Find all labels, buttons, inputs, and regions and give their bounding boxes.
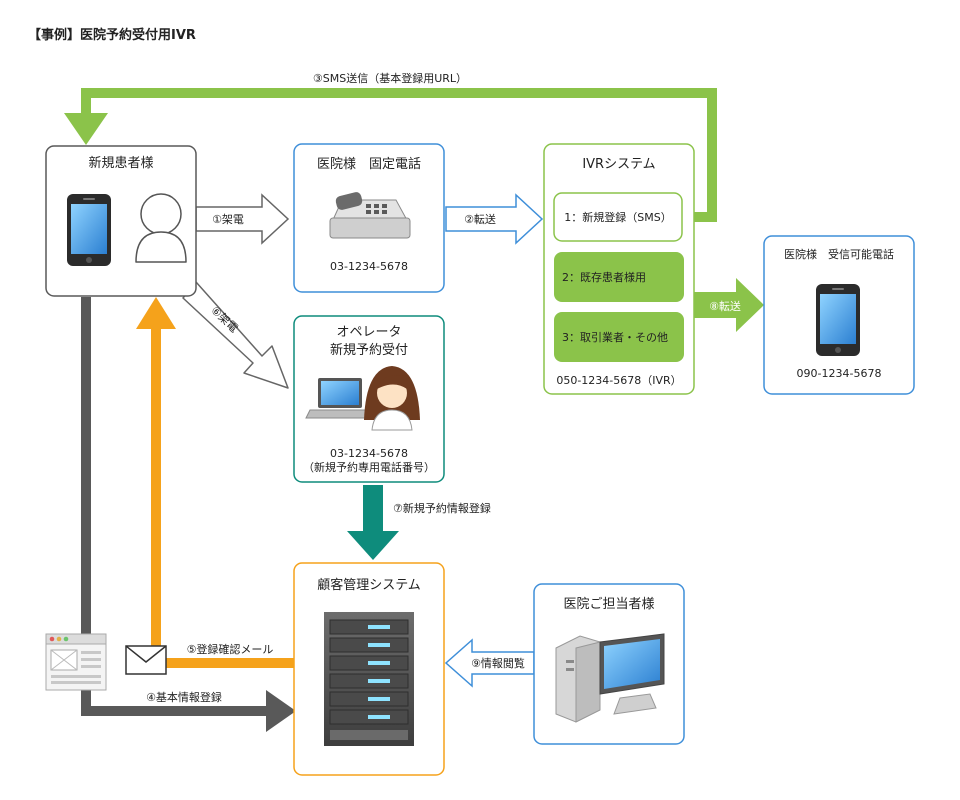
edge-label-call-clinic: ①架電 — [212, 213, 244, 226]
edge-label-sms: ③SMS送信（基本登録用URL） — [313, 71, 467, 85]
operator-icon — [364, 366, 420, 431]
edge-new-reservation — [347, 485, 399, 560]
smartphone-icon — [816, 284, 860, 356]
server-icon — [324, 612, 414, 746]
edge-info-view — [444, 638, 535, 688]
node-ivr-system-label: IVRシステム — [582, 157, 655, 172]
edge-call-operator — [182, 281, 289, 389]
edge-label-new-reservation: ⑦新規予約情報登録 — [393, 501, 491, 515]
edge-label-transfer-receiver: ⑧転送 — [709, 299, 741, 313]
edge-label-transfer-ivr: ②転送 — [464, 212, 496, 226]
ivr-option-existing-patient — [554, 252, 684, 302]
node-operator-note: （新規予約専用電話番号） — [303, 460, 435, 474]
node-operator-title: オペレータ — [336, 325, 401, 340]
laptop-icon — [305, 378, 375, 419]
edge-transfer-receiver — [694, 278, 764, 332]
node-clinic-staff-label: 医院ご担当者様 — [563, 596, 654, 612]
smartphone-icon — [67, 194, 111, 266]
node-new-patient-label: 新規患者様 — [88, 155, 153, 171]
desk-phone-icon — [329, 192, 411, 239]
edge-label-confirmation-mail: ⑤登録確認メール — [187, 642, 274, 656]
desktop-computer-icon — [555, 633, 665, 723]
ivr-option-new-registration — [553, 192, 683, 242]
ivr-option-label: 3：取引業者・その他 — [562, 330, 668, 344]
ivr-option-label: 2：既存患者様用 — [562, 270, 646, 284]
node-clinic-receiver-phone-label: 医院様 受信可能電話 — [784, 247, 894, 261]
email-envelope-icon — [125, 645, 167, 675]
node-clinic-fixed-phone-label: 医院様 固定電話 — [317, 156, 421, 172]
diagram-title: 【事例】医院予約受付用IVR — [28, 27, 196, 43]
node-clinic-receiver-phone-number: 090-1234-5678 — [797, 367, 882, 380]
edge-call-clinic — [195, 193, 290, 245]
edge-label-info-view: ⑨情報閲覧 — [471, 656, 525, 670]
ivr-option-label: 1：新規登録（SMS） — [564, 210, 671, 224]
node-operator-number: 03-1234-5678 — [330, 447, 408, 460]
edge-label-basic-registration: ④基本情報登録 — [146, 690, 222, 704]
edge-sms — [64, 88, 717, 222]
edge-transfer-ivr — [445, 193, 544, 245]
edge-basic-registration — [81, 297, 296, 732]
node-ivr-system-number: 050-1234-5678（IVR） — [556, 374, 681, 387]
person-icon — [135, 193, 187, 263]
node-clinic-fixed-phone-number: 03-1234-5678 — [330, 260, 408, 273]
node-operator-subtitle: 新規予約受付 — [330, 342, 408, 358]
web-form-icon — [45, 633, 107, 691]
node-crm-system-label: 顧客管理システム — [317, 577, 421, 593]
ivr-option-vendor-other — [554, 312, 684, 362]
